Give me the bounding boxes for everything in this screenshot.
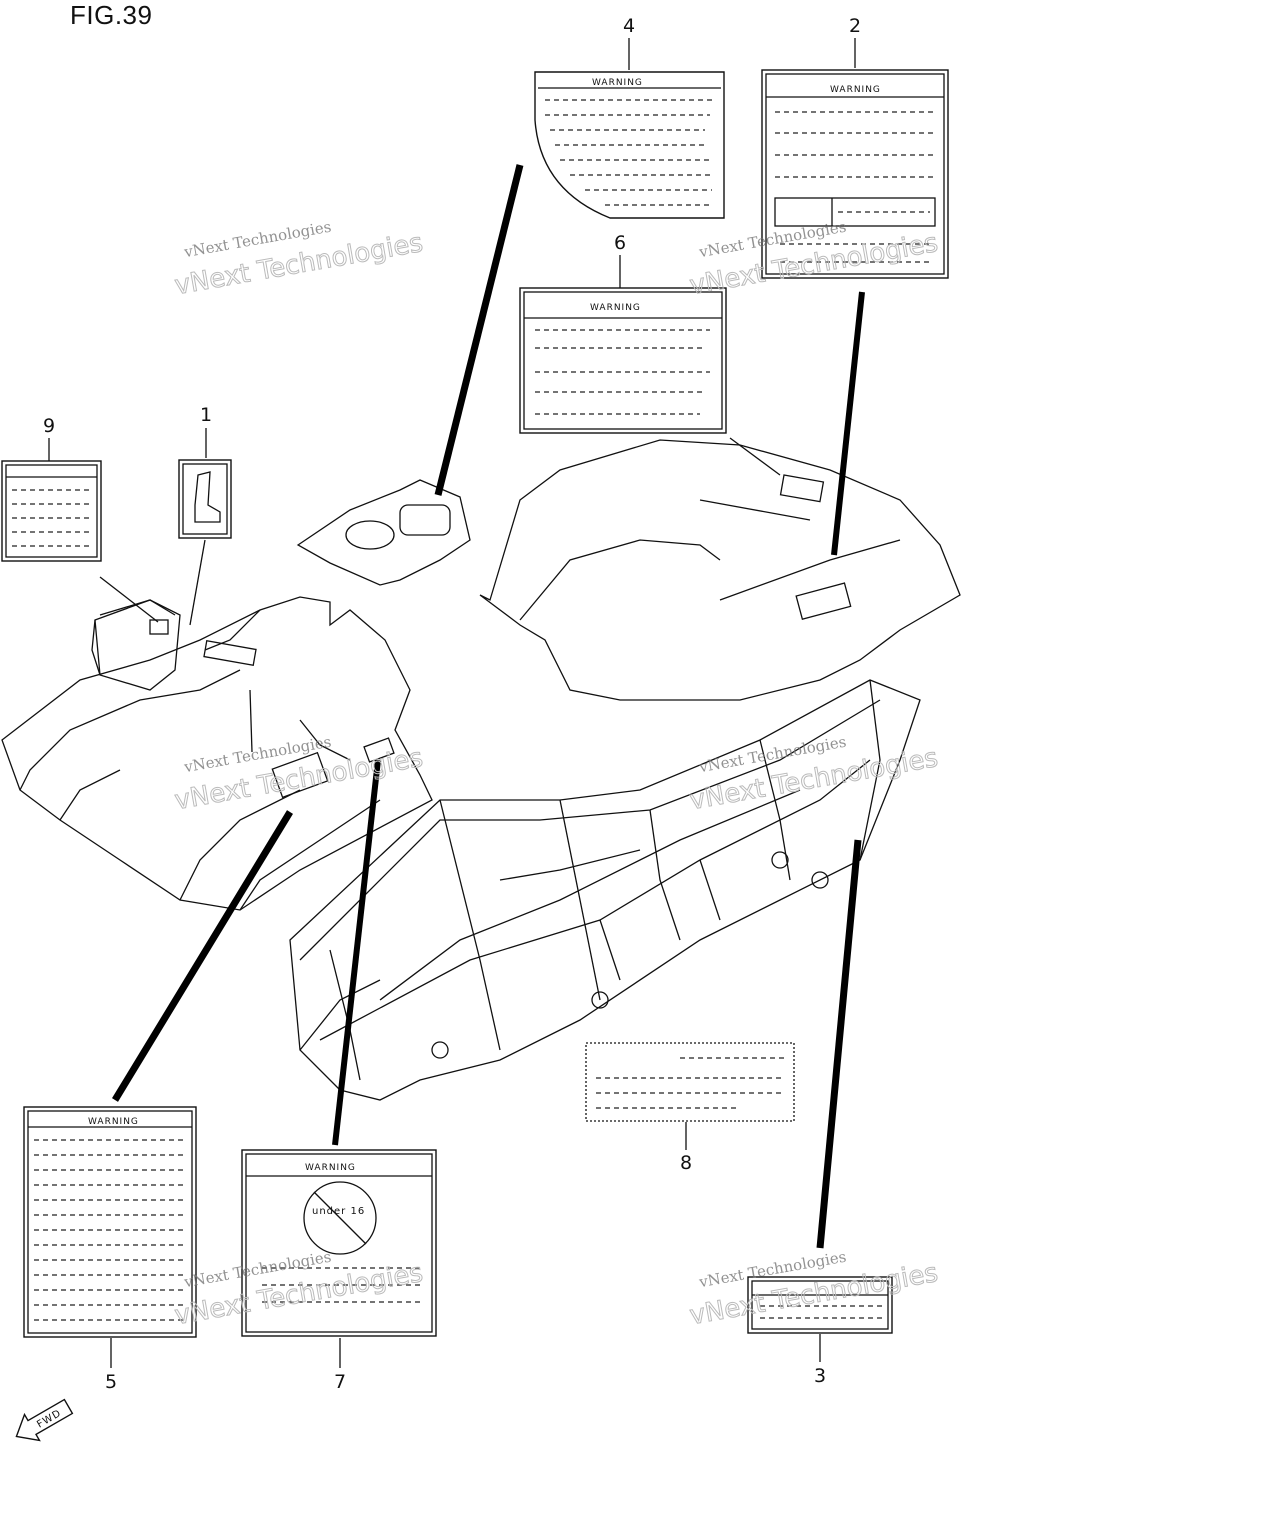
warning-label-6-title: WARNING	[590, 303, 641, 313]
age-restriction-text: under 16	[312, 1206, 365, 1217]
part-number-9: 9	[43, 415, 55, 437]
warning-label-8[interactable]	[585, 1042, 795, 1122]
figure-title: FIG.39	[70, 0, 153, 30]
warning-label-6[interactable]: WARNING	[519, 287, 727, 434]
warning-label-4[interactable]: WARNING	[534, 71, 725, 219]
warning-label-7-title: WARNING	[305, 1163, 356, 1173]
warning-label-4-title: WARNING	[592, 78, 643, 88]
warning-label-2-title: WARNING	[830, 85, 881, 95]
part-number-6: 6	[614, 232, 626, 254]
forward-direction-arrow: FWD	[15, 1398, 74, 1442]
part-number-7: 7	[334, 1371, 346, 1393]
warning-label-7[interactable]: WARNING under 16	[241, 1149, 437, 1337]
warning-label-9[interactable]	[1, 460, 102, 562]
part-number-3: 3	[814, 1365, 826, 1387]
part-number-8: 8	[680, 1152, 692, 1174]
tank-cover	[296, 479, 471, 586]
front-fender	[1, 596, 433, 911]
part-number-4: 4	[623, 15, 635, 37]
part-number-2: 2	[849, 15, 861, 37]
warning-label-3[interactable]	[747, 1276, 893, 1334]
warning-label-5-title: WARNING	[88, 1117, 139, 1127]
warning-label-5[interactable]: WARNING	[23, 1106, 197, 1338]
part-number-5: 5	[105, 1371, 117, 1393]
part-number-1: 1	[200, 404, 212, 426]
warning-label-2[interactable]: WARNING	[761, 69, 949, 279]
label-1[interactable]	[178, 459, 232, 539]
rear-fender	[479, 437, 961, 701]
front-storage-box	[91, 599, 181, 691]
